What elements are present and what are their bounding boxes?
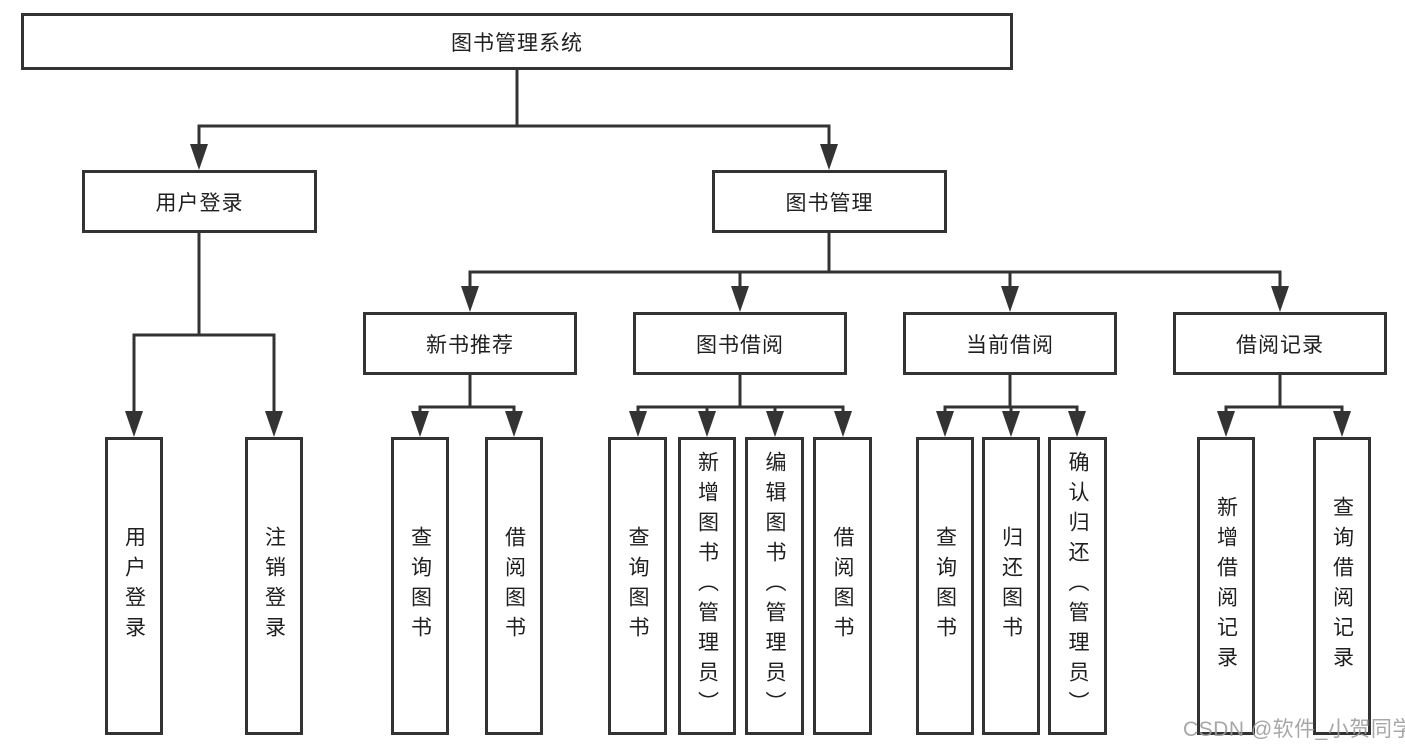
leaf-confirm-return-admin: 确认归还（管理员） — [1048, 437, 1107, 735]
leaf-borrow-books: 借阅图书 — [813, 437, 872, 735]
leaf-query-books-borrow: 查询图书 — [608, 437, 667, 735]
node-user-login: 用户登录 — [82, 170, 317, 233]
leaf-label: 查询图书 — [626, 526, 649, 646]
leaf-query-borrow-record: 查询借阅记录 — [1313, 437, 1371, 735]
leaf-label: 借阅图书 — [831, 526, 854, 646]
leaf-logout: 注销登录 — [245, 437, 303, 735]
leaf-label: 归还图书 — [999, 526, 1023, 646]
leaf-borrow-books-recommend: 借阅图书 — [485, 437, 543, 735]
leaf-label: 借阅图书 — [502, 526, 526, 646]
leaf-label: 用户登录 — [122, 526, 146, 646]
leaf-label: 新增图书（管理员） — [695, 451, 719, 721]
leaf-user-login: 用户登录 — [105, 437, 163, 735]
leaf-add-books-admin: 新增图书（管理员） — [678, 437, 736, 735]
leaf-label: 查询图书 — [933, 526, 957, 646]
node-new-book-recommend: 新书推荐 — [363, 312, 577, 375]
node-current-borrowing: 当前借阅 — [903, 312, 1117, 375]
node-library-management-system: 图书管理系统 — [21, 13, 1013, 70]
leaf-query-books-recommend: 查询图书 — [391, 437, 449, 735]
leaf-label: 确认归还（管理员） — [1066, 451, 1089, 721]
leaf-label: 编辑图书（管理员） — [763, 451, 786, 721]
leaf-query-books-current: 查询图书 — [916, 437, 974, 735]
leaf-label: 查询借阅记录 — [1330, 496, 1354, 676]
leaf-add-borrow-record: 新增借阅记录 — [1197, 437, 1255, 735]
node-borrowing-records: 借阅记录 — [1173, 312, 1387, 375]
leaf-label: 注销登录 — [262, 526, 286, 646]
leaf-return-books: 归还图书 — [982, 437, 1040, 735]
leaf-label: 新增借阅记录 — [1214, 496, 1238, 676]
arrowheads — [125, 144, 1351, 437]
node-book-borrowing: 图书借阅 — [633, 312, 847, 375]
leaf-edit-books-admin: 编辑图书（管理员） — [745, 437, 804, 735]
csdn-watermark: CSDN @软件_小贺同学 — [1183, 718, 1405, 741]
leaf-label: 查询图书 — [408, 526, 432, 646]
node-book-management: 图书管理 — [712, 170, 947, 233]
